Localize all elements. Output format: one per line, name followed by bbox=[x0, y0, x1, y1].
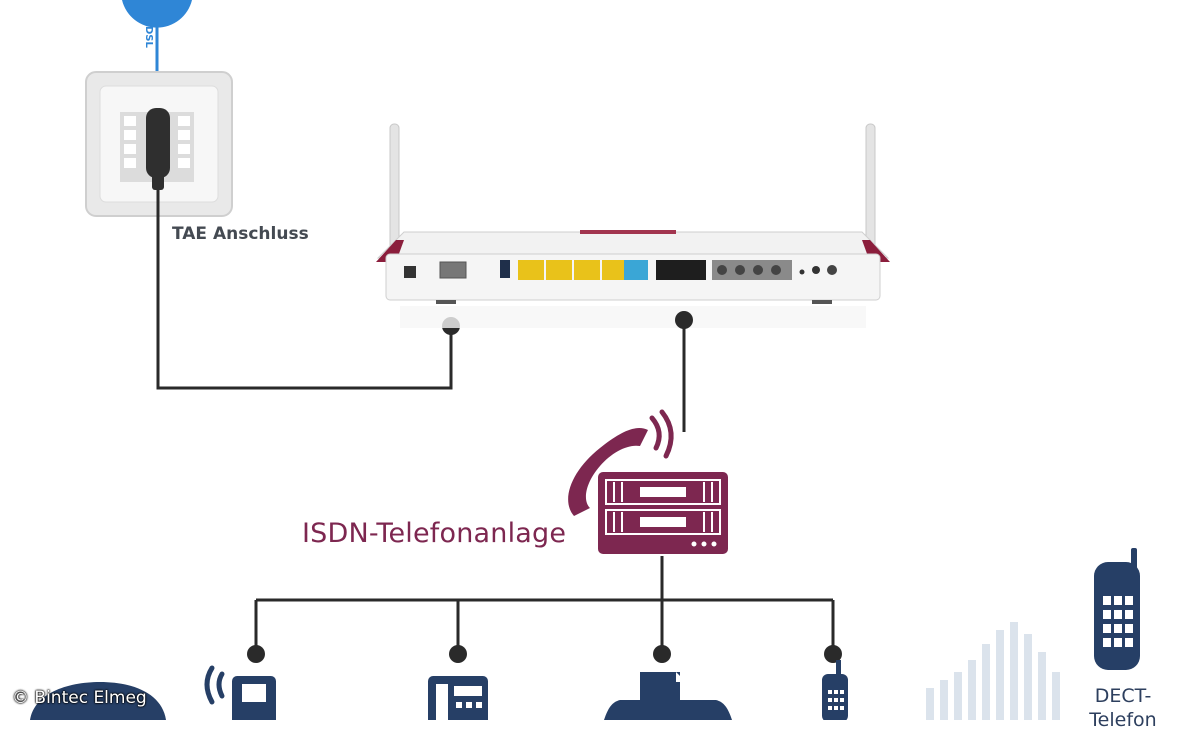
bus-dot-4 bbox=[824, 645, 842, 663]
classic-phone-icon bbox=[30, 682, 166, 720]
dsl-label: DSL bbox=[143, 26, 154, 48]
dect-phone-icon bbox=[1094, 548, 1140, 670]
tae-cable bbox=[156, 190, 453, 390]
isdn-bus-lines bbox=[254, 556, 835, 652]
wireless-device-icon bbox=[204, 665, 276, 720]
dect-label: DECT- Telefon bbox=[1083, 684, 1163, 732]
dect-label-line1: DECT- bbox=[1094, 685, 1152, 707]
phone-handset-icon bbox=[568, 409, 674, 516]
isdn-label: ISDN-Telefonanlage bbox=[302, 518, 567, 549]
dect-signal-graphic bbox=[926, 622, 1060, 720]
port-dot-isdn bbox=[675, 311, 693, 329]
isdn-pbx-icon bbox=[598, 472, 728, 554]
bus-dot-1 bbox=[247, 645, 265, 663]
desk-phone-icon bbox=[428, 676, 488, 720]
fax-icon bbox=[604, 672, 732, 720]
router-icon bbox=[376, 123, 890, 328]
dect-label-line2: Telefon bbox=[1089, 709, 1157, 731]
cordless-phone-icon bbox=[822, 660, 848, 720]
image-credit: © Bintec Elmeg bbox=[12, 688, 147, 708]
bus-dot-2 bbox=[449, 645, 467, 663]
tae-socket-icon bbox=[85, 71, 233, 217]
tae-label: TAE Anschluss bbox=[172, 224, 309, 244]
bus-dot-3 bbox=[653, 645, 671, 663]
